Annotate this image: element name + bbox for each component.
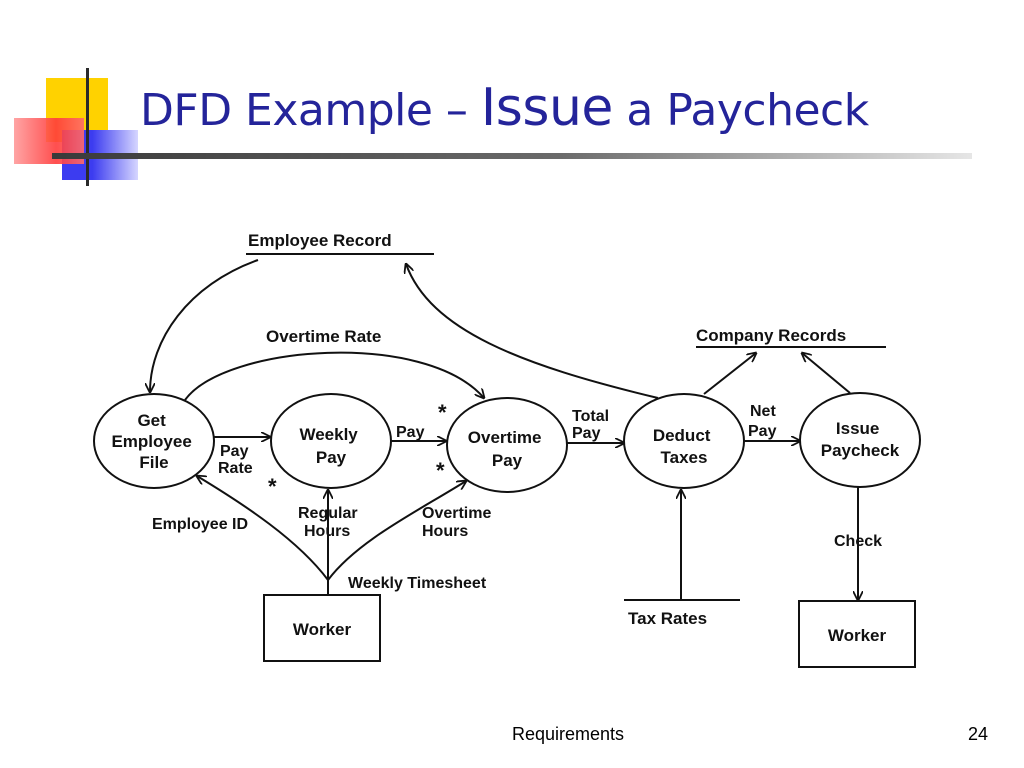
asterisk-mark: * [268, 474, 277, 499]
flow-overtime-rate: Overtime Rate [184, 327, 484, 401]
flow-label-employee-id: Employee ID [152, 516, 248, 533]
process-label: Weekly [299, 425, 358, 444]
svg-text:Issue Paycheck: Issue Paycheck [821, 419, 900, 460]
flow-pay-rate: Pay Rate [214, 437, 270, 477]
flow-label-overtime-hours: Hours [422, 523, 468, 540]
entity-worker-right: Worker [798, 600, 916, 668]
deco-vertical-line [86, 68, 89, 186]
flow-label-net-pay: Net [750, 403, 776, 420]
entity-worker-left: Worker [263, 594, 381, 662]
flow-label-regular-hours: Hours [304, 523, 350, 540]
process-weekly-pay: Weekly Pay [270, 393, 392, 489]
svg-text:Overtime Pay: Overtime Pay [468, 428, 546, 470]
flow-check: Check [834, 487, 882, 600]
flow-label-net-pay: Pay [748, 423, 777, 440]
svg-text:Regular Hours: Regular Hours [298, 505, 362, 540]
entity-worker-right-label: Worker [828, 626, 887, 645]
store-employee-record: Employee Record [246, 231, 434, 255]
flow-label-pay: Pay [396, 424, 425, 441]
process-label: Deduct [653, 426, 711, 445]
process-get-employee-file: Get Employee File [93, 393, 215, 489]
process-label: File [139, 453, 168, 472]
page-number: 24 [968, 724, 989, 744]
store-tax-rates: Tax Rates [624, 599, 740, 628]
process-label: Issue [836, 419, 879, 438]
asterisk-mark: * [436, 458, 445, 483]
flow-label-total-pay: Total [572, 408, 609, 425]
flow-label-total-pay: Pay [572, 425, 601, 442]
flow-deduct-to-company-records [703, 353, 756, 395]
entity-worker-left-label: Worker [293, 620, 352, 639]
svg-text:Pay Rate: Pay Rate [218, 443, 253, 477]
svg-text:Weekly Pay: Weekly Pay [299, 425, 362, 467]
page-title: DFD Example – Issue a Paycheck [140, 78, 869, 138]
process-label: Pay [492, 451, 523, 470]
flow-total-pay: Total Pay [567, 408, 624, 443]
store-tax-rates-label: Tax Rates [628, 609, 707, 628]
svg-text:Net Pay: Net Pay [748, 403, 780, 440]
flow-weekly-timesheet: Weekly Timesheet Employee ID Regular Hou… [152, 476, 496, 595]
svg-text:Total Pay: Total Pay [572, 408, 613, 442]
flow-label-pay-rate: Pay [220, 443, 249, 460]
svg-text:Overtime Hours: Overtime Hours [422, 505, 496, 540]
process-label: Taxes [661, 448, 708, 467]
process-deduct-taxes: Deduct Taxes [623, 393, 745, 489]
process-issue-paycheck: Issue Paycheck [799, 392, 921, 488]
flow-label-pay-rate: Rate [218, 460, 253, 477]
process-label: Paycheck [821, 441, 900, 460]
process-label: Get [137, 411, 166, 430]
flow-pay: Pay [391, 424, 446, 441]
store-company-records: Company Records [696, 326, 886, 348]
process-label: Pay [316, 448, 347, 467]
flow-issue-to-company-records [802, 353, 851, 394]
flow-label-regular-hours: Regular [298, 505, 358, 522]
flow-employee-record-to-get-file [150, 259, 259, 392]
flow-net-pay: Net Pay [744, 403, 800, 441]
svg-text:Get Employee File: Get Employee File [111, 411, 196, 472]
asterisk-mark: * [438, 400, 447, 425]
process-label: Employee [111, 432, 191, 451]
flow-label-weekly-timesheet: Weekly Timesheet [348, 575, 487, 592]
flow-label-check: Check [834, 533, 882, 550]
slide-footer: Requirements [512, 724, 625, 744]
store-company-records-label: Company Records [696, 326, 846, 345]
svg-text:Deduct Taxes: Deduct Taxes [653, 426, 715, 467]
flow-label-overtime-hours: Overtime [422, 505, 491, 522]
title-rule [52, 153, 972, 159]
flow-deduct-taxes-to-employee-record [406, 264, 659, 399]
flow-label-overtime-rate: Overtime Rate [266, 327, 381, 346]
store-employee-record-label: Employee Record [248, 231, 392, 250]
process-label: Overtime [468, 428, 542, 447]
process-overtime-pay: Overtime Pay [446, 397, 568, 493]
